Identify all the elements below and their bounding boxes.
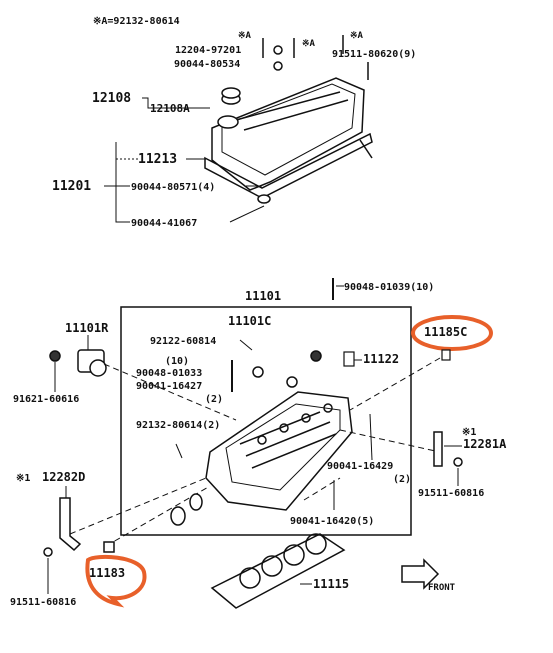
note-a: ※A=92132-80614 bbox=[93, 16, 180, 27]
label-12282d: 12282D bbox=[42, 470, 85, 484]
oil-cap-icon bbox=[221, 87, 241, 105]
valve-cover-icon bbox=[204, 77, 373, 204]
label-12108: 12108 bbox=[92, 91, 131, 106]
label-91621-60616: 91621-60616 bbox=[13, 394, 79, 405]
bracket-left-icon bbox=[43, 497, 82, 557]
label-90048-01033: 90048-01033 bbox=[136, 368, 202, 379]
label-90044-41067: 90044-41067 bbox=[131, 218, 197, 229]
label-92132-80614-2: 92132-80614(2) bbox=[136, 420, 220, 431]
label-11185c: 11185C bbox=[424, 325, 467, 339]
label-12204: 12204-97201 bbox=[175, 45, 241, 56]
front-arrow-icon bbox=[401, 558, 440, 590]
label-91511-80620: 91511-80620(9) bbox=[332, 49, 416, 60]
label-star1-left: ※1 bbox=[16, 473, 30, 484]
seal-icon bbox=[103, 493, 203, 553]
label-91511-60816-left: 91511-60816 bbox=[10, 597, 76, 608]
label-90044-80571: 90044-80571(4) bbox=[131, 182, 215, 193]
label-90044-80534: 90044-80534 bbox=[174, 59, 240, 70]
label-90048-01033-qty: (10) bbox=[165, 356, 189, 367]
bolt-icon bbox=[262, 35, 369, 80]
highlight-circle-11183 bbox=[85, 554, 147, 608]
label-90041-16420: 90041-16420(5) bbox=[290, 516, 374, 527]
label-12281a: 12281A bbox=[463, 437, 507, 451]
label-90041-16429-qty: (2) bbox=[393, 474, 411, 485]
label-92122-60814: 92122-60814 bbox=[150, 336, 216, 347]
label-11101r: 11101R bbox=[65, 321, 109, 335]
label-11213: 11213 bbox=[138, 152, 177, 167]
label-90048-01039: 90048-01039(10) bbox=[344, 282, 434, 293]
label-11183: 11183 bbox=[89, 566, 125, 580]
label-90041-16427: 90041-16427 bbox=[136, 381, 202, 392]
cylinder-head-icon bbox=[205, 350, 353, 511]
highlight-circle-11185c bbox=[411, 315, 493, 351]
bracket-right-icon bbox=[433, 431, 463, 467]
upper-assembly: ※A=92132-80614 ※A ※A ※A 12204-97201 9004… bbox=[52, 16, 416, 229]
label-90041-16427-qty: (2) bbox=[205, 394, 223, 405]
label-star1-right: ※1 bbox=[462, 427, 476, 438]
head-gasket-icon bbox=[210, 533, 346, 609]
sensor-icon bbox=[49, 349, 107, 377]
label-a-right: ※A bbox=[350, 31, 364, 41]
label-a-mid: ※A bbox=[302, 39, 316, 49]
assembly-frame bbox=[120, 306, 412, 536]
label-91511-60816-right: 91511-60816 bbox=[418, 488, 484, 499]
lower-assembly: 90048-01039(10) 11101 11101C 11101R 9162… bbox=[10, 278, 507, 609]
label-a-left: ※A bbox=[238, 31, 252, 41]
label-front: FRONT bbox=[428, 583, 456, 593]
label-11122: 11122 bbox=[363, 352, 399, 366]
label-11101c: 11101C bbox=[228, 314, 271, 328]
label-11115: 11115 bbox=[313, 577, 349, 591]
label-11101: 11101 bbox=[245, 289, 281, 303]
label-90041-16429: 90041-16429 bbox=[327, 461, 393, 472]
label-11201: 11201 bbox=[52, 179, 91, 194]
